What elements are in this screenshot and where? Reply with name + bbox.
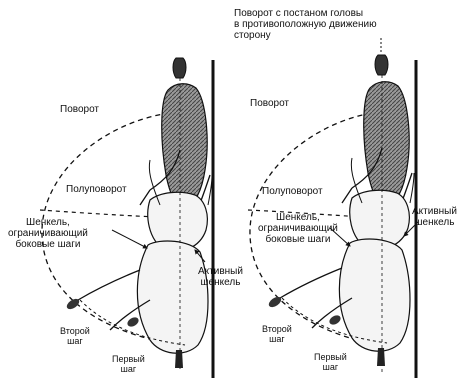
left-leg-pointer	[112, 230, 147, 248]
right-first-step-line2: шаг	[314, 362, 347, 372]
left-leg-limiting-line3: боковые шаги	[8, 239, 88, 250]
left-leg-limiting-line1: Шенкель,	[8, 217, 88, 228]
right-active-leg-line1: Активный	[412, 206, 457, 217]
left-active-leg-label: Активный шенкель	[198, 266, 243, 288]
right-horse-body	[339, 239, 410, 351]
right-horse-head	[375, 55, 388, 75]
right-first-step-line1: Первый	[314, 352, 347, 362]
right-leg-limiting-line1: Шенкель,	[258, 212, 338, 223]
left-horse-tail	[175, 350, 183, 368]
right-first-step-label: Первый шаг	[314, 352, 347, 372]
right-second-step-label: Второй шаг	[262, 324, 292, 344]
left-turn-label: Поворот	[60, 104, 99, 115]
right-horse-tail	[377, 348, 385, 366]
left-second-step-line1: Второй	[60, 326, 90, 336]
right-active-leg-label: Активный шенкель	[412, 206, 457, 228]
right-header-line3: сторону	[234, 30, 377, 41]
left-first-step-line1: Первый	[112, 354, 145, 364]
left-horse-head	[173, 58, 186, 78]
left-leg-limiting-label: Шенкель, ограничивающий боковые шаги	[8, 217, 88, 250]
right-second-step-line1: Второй	[262, 324, 292, 334]
right-half-turn-label: Полуповорот	[262, 186, 323, 197]
left-horse-body	[137, 241, 208, 353]
right-leg-limiting-line2: ограничивающий	[258, 223, 338, 234]
left-second-step-line2: шаг	[60, 336, 90, 346]
right-active-leg-line2: шенкель	[412, 217, 457, 228]
right-header-line2: в противоположную движению	[234, 19, 377, 30]
left-active-leg-line2: шенкель	[198, 277, 243, 288]
right-turn-label: Поворот	[250, 98, 289, 109]
left-half-turn-label: Полуповорот	[66, 184, 127, 195]
left-leg-limiting-line2: ограничивающий	[8, 228, 88, 239]
left-first-step-label: Первый шаг	[112, 354, 145, 374]
right-horse-neck	[364, 82, 409, 206]
right-header-label: Поворот с постаном головы в противополож…	[234, 8, 377, 41]
left-horse-neck	[162, 84, 207, 208]
right-header-line1: Поворот с постаном головы	[234, 8, 377, 19]
left-hoof-first	[126, 316, 140, 329]
left-first-step-line2: шаг	[112, 364, 145, 374]
left-second-step-label: Второй шаг	[60, 326, 90, 346]
right-leg-limiting-line3: боковые шаги	[258, 234, 338, 245]
right-hoof-first	[328, 314, 342, 327]
left-active-leg-line1: Активный	[198, 266, 243, 277]
right-second-step-line2: шаг	[262, 334, 292, 344]
right-leg-limiting-label: Шенкель, ограничивающий боковые шаги	[258, 212, 338, 245]
